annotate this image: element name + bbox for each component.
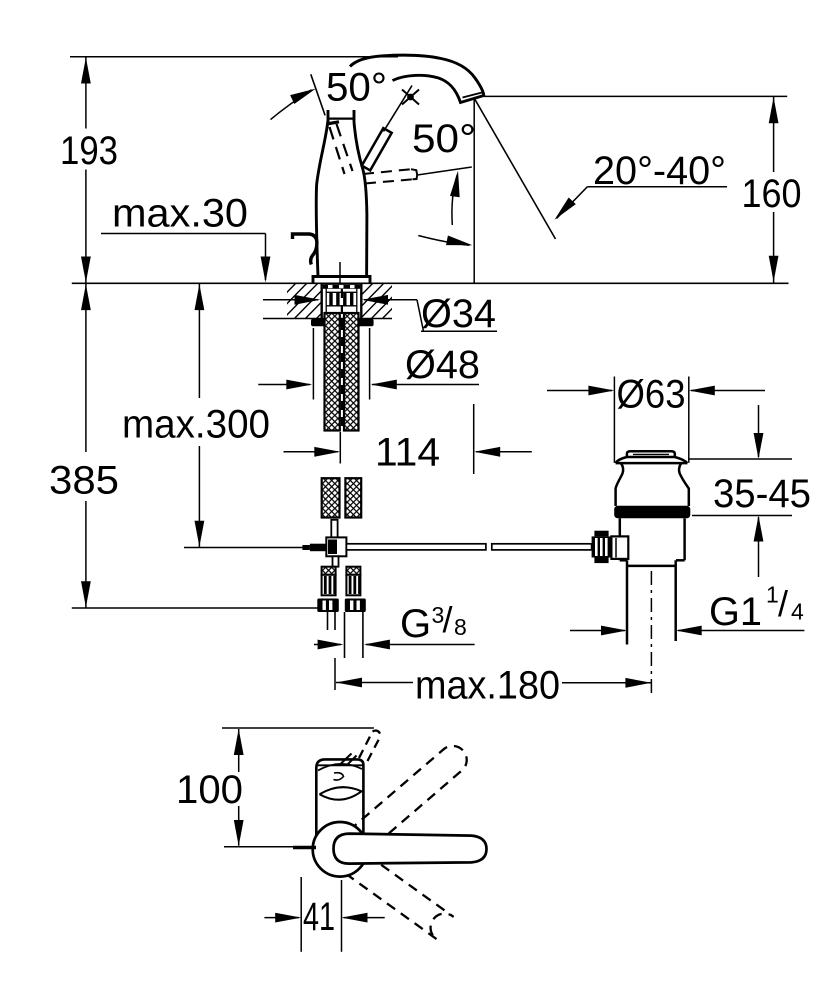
svg-text:41: 41 [303,895,335,939]
svg-text:max.180: max.180 [415,664,560,708]
svg-text:/: / [443,599,453,640]
svg-text:3: 3 [432,602,445,628]
svg-text:8: 8 [454,614,467,640]
svg-text:50°: 50° [412,117,476,161]
svg-text:193: 193 [60,129,118,173]
svg-text:/: / [778,583,788,624]
svg-text:4: 4 [791,599,804,625]
svg-text:Ø63: Ø63 [617,373,686,417]
svg-text:Ø34: Ø34 [421,292,496,336]
svg-text:G1: G1 [709,590,762,634]
svg-text:100: 100 [176,768,243,812]
svg-text:1: 1 [766,582,779,608]
svg-text:max.30: max.30 [112,191,248,235]
svg-text:114: 114 [375,431,440,475]
svg-text:50°: 50° [326,66,387,110]
svg-text:max.300: max.300 [122,403,270,447]
svg-text:385: 385 [49,459,119,503]
svg-text:20°-40°: 20°-40° [593,149,726,193]
svg-text:G: G [400,602,431,646]
svg-text:35-45: 35-45 [713,472,811,516]
svg-text:160: 160 [742,172,802,216]
svg-text:Ø48: Ø48 [405,343,480,387]
